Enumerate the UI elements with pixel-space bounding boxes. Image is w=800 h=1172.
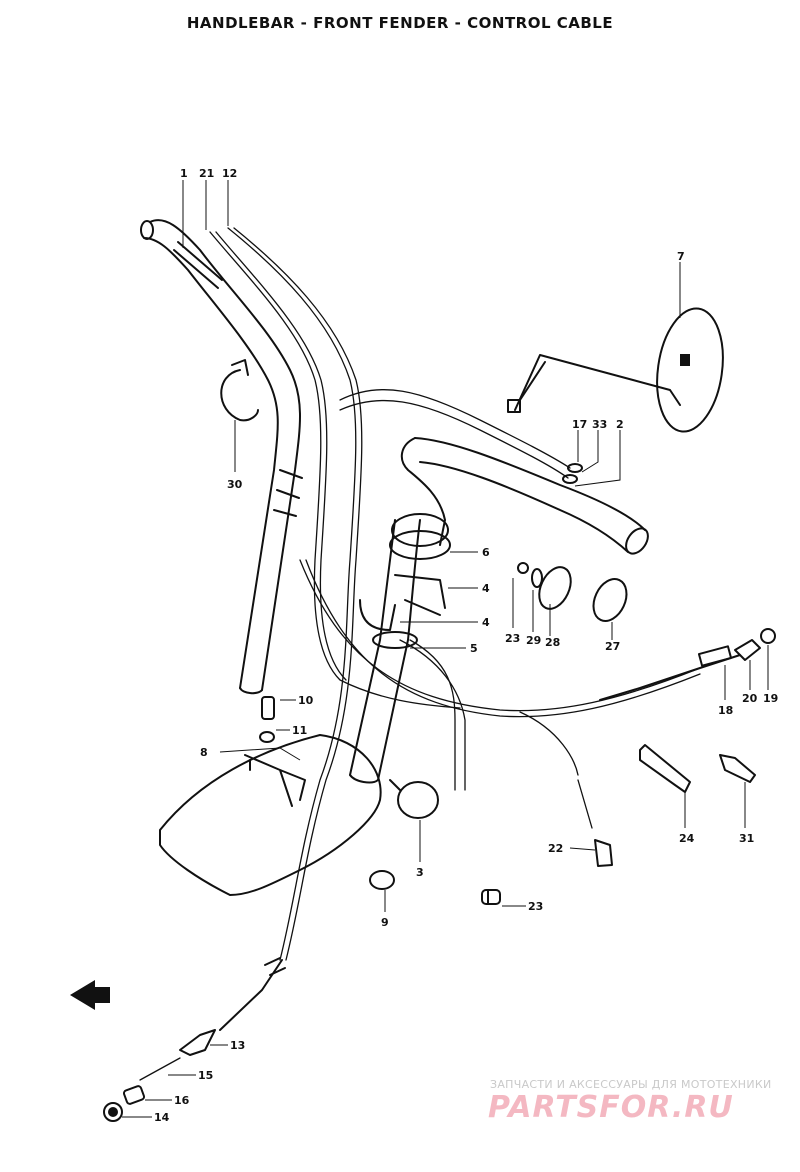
callout-4b: 4	[482, 616, 490, 629]
callout-11: 11	[292, 724, 307, 737]
callout-1: 1	[180, 167, 188, 180]
callout-8: 8	[200, 746, 208, 759]
brackets-24-31	[639, 744, 756, 793]
throttle-grip-assembly	[349, 513, 451, 784]
callout-14: 14	[154, 1111, 170, 1124]
callout-19: 19	[763, 692, 778, 705]
leader-lines	[122, 180, 769, 1118]
front-direction-arrow	[70, 980, 110, 1010]
watermark-logo: PARTSFOR.RU	[488, 1090, 734, 1125]
lower-cable-parts	[103, 1029, 216, 1122]
callout-29: 29	[526, 634, 541, 647]
front-fender	[159, 734, 382, 896]
callout-23b: 23	[528, 900, 543, 913]
callout-2: 2	[616, 418, 624, 431]
callout-27: 27	[605, 640, 620, 653]
callout-33: 33	[592, 418, 607, 431]
callout-7: 7	[677, 250, 685, 263]
hardware-bolts	[259, 696, 439, 890]
cable-end-22	[577, 779, 613, 867]
callout-23a: 23	[505, 632, 520, 645]
mirror	[507, 307, 724, 433]
callout-18: 18	[718, 704, 733, 717]
watermark-subtitle: ЗАПЧАСТИ И АКСЕССУАРЫ ДЛЯ МОТОТЕХНИКИ	[490, 1078, 772, 1091]
callout-10: 10	[298, 694, 314, 707]
callout-17: 17	[572, 418, 587, 431]
callout-28: 28	[545, 636, 560, 649]
callout-numbers: 1 21 12 7 17 33 2 30 6 4 4 5 23 29 28 27…	[154, 167, 778, 1124]
cable-adjuster-parts	[599, 628, 776, 701]
callout-16: 16	[174, 1094, 190, 1107]
callout-21: 21	[199, 167, 214, 180]
cable-fittings-17-33	[562, 463, 583, 484]
callout-31: 31	[739, 832, 754, 845]
cable-clamp-30	[220, 359, 259, 422]
callout-22: 22	[548, 842, 563, 855]
callout-5: 5	[470, 642, 478, 655]
handlebar-right-section	[400, 437, 649, 555]
callout-20: 20	[742, 692, 758, 705]
callout-24: 24	[679, 832, 695, 845]
reflectors	[517, 562, 628, 622]
handlebar	[140, 219, 303, 695]
callout-13: 13	[230, 1039, 245, 1052]
callout-30: 30	[227, 478, 243, 491]
callout-12: 12	[222, 167, 237, 180]
clip-23	[481, 889, 501, 905]
callout-4a: 4	[482, 582, 490, 595]
callout-3: 3	[416, 866, 424, 879]
callout-9: 9	[381, 916, 389, 929]
control-cables	[209, 227, 701, 1031]
callout-15: 15	[198, 1069, 213, 1082]
diagram-title: HANDLEBAR - FRONT FENDER - CONTROL CABLE	[186, 14, 614, 32]
callout-6: 6	[482, 546, 490, 559]
